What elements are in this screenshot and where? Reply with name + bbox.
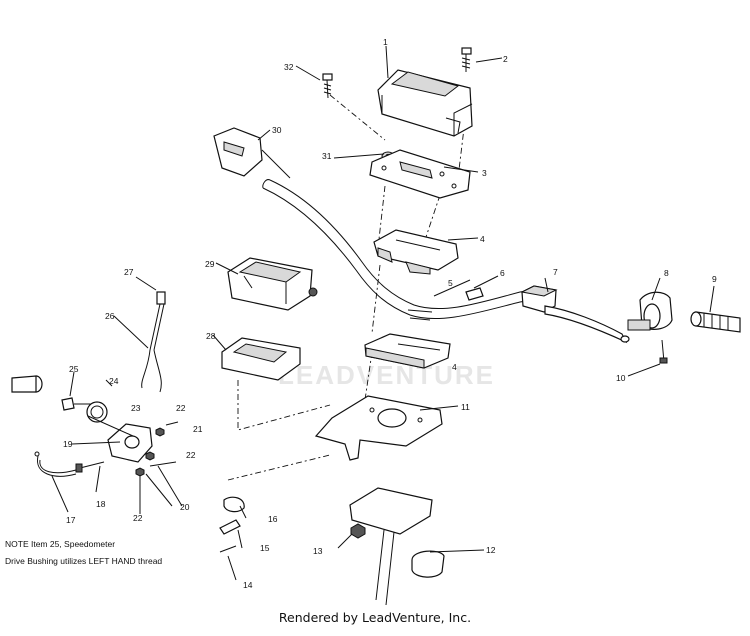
part-4-upper-clamp xyxy=(373,229,459,275)
callout-12: 12 xyxy=(486,545,496,555)
callout-18: 18 xyxy=(96,499,106,509)
callout-13: 13 xyxy=(313,546,323,556)
callout-8: 8 xyxy=(664,268,669,278)
part-9-grip xyxy=(690,311,741,333)
part-18-screw xyxy=(75,461,105,473)
callout-29: 29 xyxy=(205,259,215,269)
callout-24: 24 xyxy=(109,376,119,386)
callout-31: 31 xyxy=(322,151,332,161)
part-26-cable xyxy=(141,291,166,393)
callout-4a: 4 xyxy=(480,234,485,244)
part-28-cup xyxy=(221,337,301,381)
callout-11: 11 xyxy=(461,402,470,412)
part-10-screw xyxy=(659,339,668,364)
callout-15: 15 xyxy=(260,543,270,553)
callout-27: 27 xyxy=(124,267,134,277)
callout-23: 23 xyxy=(131,403,141,413)
callout-32: 32 xyxy=(284,62,294,72)
part-3-plate xyxy=(369,149,471,199)
part-12-steering-post xyxy=(349,487,445,606)
part-30-switch xyxy=(213,127,291,179)
callout-3: 3 xyxy=(482,168,487,178)
callout-17: 17 xyxy=(66,515,76,525)
watermark: LEADVENTURE xyxy=(278,360,495,390)
callout-9: 9 xyxy=(712,274,717,284)
part-13-nut xyxy=(350,523,366,539)
part-16-clip xyxy=(223,496,245,513)
callout-30: 30 xyxy=(272,125,282,135)
part-11-mounting-plate xyxy=(314,395,443,461)
part-7-throttle xyxy=(520,285,630,344)
callout-22b: 22 xyxy=(186,450,196,460)
part-6-label xyxy=(465,287,484,301)
note-line-1: NOTE Item 25, Speedometer xyxy=(5,539,116,549)
callout-7: 7 xyxy=(553,267,558,277)
part-32-bolt xyxy=(322,73,333,99)
callout-22a: 22 xyxy=(176,403,186,413)
callout-26: 26 xyxy=(105,311,115,321)
callout-25: 25 xyxy=(69,364,79,374)
part-17-cable xyxy=(34,451,77,477)
callout-2: 2 xyxy=(503,54,508,64)
part-4-lower-clamp xyxy=(364,333,451,369)
callout-16: 16 xyxy=(268,514,278,524)
part-1-housing xyxy=(377,69,473,137)
part-2-bolt xyxy=(461,47,472,72)
callout-6: 6 xyxy=(500,268,505,278)
footer-credit: Rendered by LeadVenture, Inc. xyxy=(278,610,472,625)
part-5-handlebar xyxy=(262,179,546,321)
callout-20: 20 xyxy=(180,502,190,512)
callout-28: 28 xyxy=(206,331,216,341)
callout-5: 5 xyxy=(448,278,453,288)
callout-19: 19 xyxy=(63,439,73,449)
callout-1: 1 xyxy=(383,37,388,47)
part-19-hub xyxy=(107,423,153,463)
callout-4b: 4 xyxy=(452,362,457,372)
callout-10: 10 xyxy=(616,373,626,383)
part-22-nuts xyxy=(135,427,165,477)
callout-22c: 22 xyxy=(133,513,143,523)
part-29-speedometer xyxy=(227,257,318,311)
part-8-grip-housing xyxy=(627,291,673,331)
part-14-pin xyxy=(219,545,237,553)
note-line-2: Drive Bushing utilizes LEFT HAND thread xyxy=(5,556,163,566)
part-15-clip xyxy=(219,519,241,535)
callout-21: 21 xyxy=(193,424,203,434)
callout-14: 14 xyxy=(243,580,253,590)
part-24-ring xyxy=(86,401,108,423)
part-25-drive xyxy=(11,375,92,411)
